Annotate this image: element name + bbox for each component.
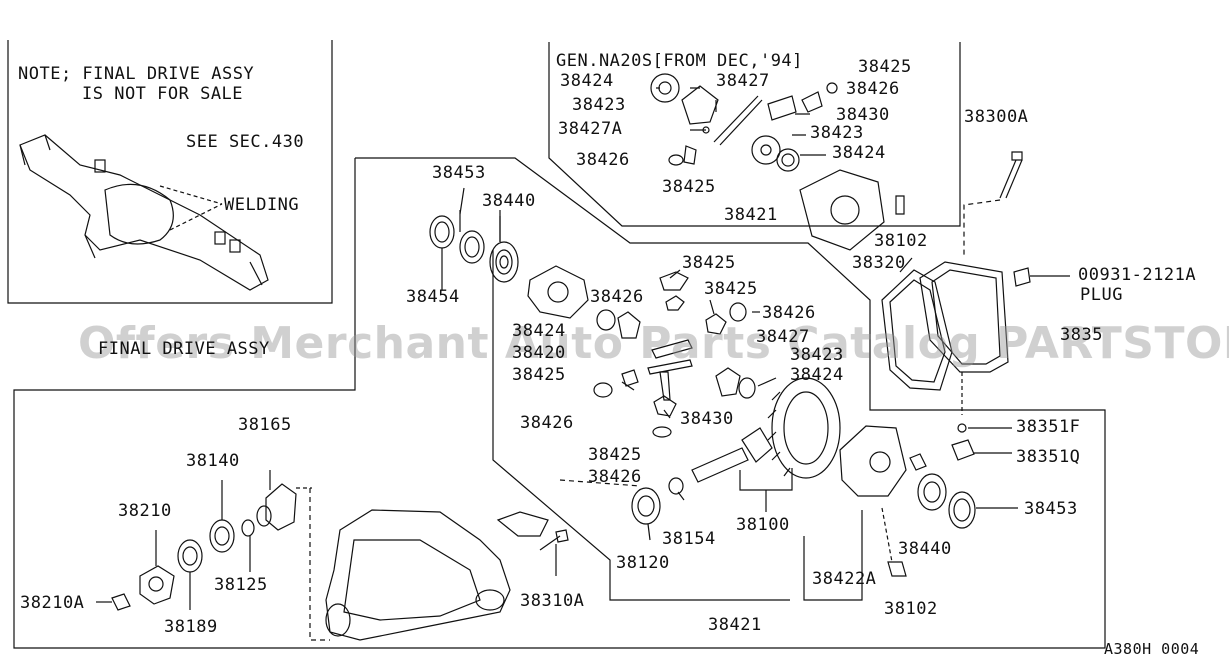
- part-label[interactable]: 38120: [616, 553, 670, 573]
- part-label[interactable]: 38422A: [812, 569, 877, 589]
- part-label[interactable]: 38210: [118, 501, 172, 521]
- part-label[interactable]: 38430: [836, 105, 890, 125]
- diagram-code: A380H 0004: [1104, 640, 1200, 658]
- diff-case-drawing: [803, 425, 1018, 601]
- part-label[interactable]: 38426: [576, 150, 630, 170]
- rear-cover-drawing: [881, 261, 1070, 461]
- part-label[interactable]: 38425: [588, 445, 642, 465]
- inner-box-frame: [492, 250, 790, 601]
- part-label[interactable]: 38423: [790, 345, 844, 365]
- part-label[interactable]: 38421: [724, 205, 778, 225]
- part-label[interactable]: 38430: [680, 409, 734, 429]
- part-label[interactable]: 38310A: [520, 591, 585, 611]
- part-label[interactable]: 38426: [520, 413, 574, 433]
- final-drive-assy-label: FINAL DRIVE ASSY: [98, 339, 270, 359]
- part-label[interactable]: 38453: [1024, 499, 1078, 519]
- axle-housing-drawing: [19, 134, 269, 291]
- part-label[interactable]: 38351Q: [1016, 447, 1081, 467]
- part-label[interactable]: 38453: [432, 163, 486, 183]
- see-sec-label: SEE SEC.430: [186, 132, 305, 152]
- note-line-1: NOTE; FINAL DRIVE ASSY: [18, 64, 255, 84]
- part-label[interactable]: 38420: [512, 343, 566, 363]
- part-label[interactable]: 38424: [790, 365, 844, 385]
- pinion-bearing-group: [96, 470, 312, 611]
- part-label[interactable]: 38424: [512, 321, 566, 341]
- note-box-frame: [7, 40, 333, 304]
- part-label[interactable]: 38426: [590, 287, 644, 307]
- part-label[interactable]: 38440: [898, 539, 952, 559]
- part-label[interactable]: 38351F: [1016, 417, 1081, 437]
- gen-header: GEN.NA20S[FROM DEC,'94]: [556, 51, 803, 71]
- part-label[interactable]: 38426: [846, 79, 900, 99]
- gen-box-parts: [650, 73, 905, 251]
- part-label[interactable]: 38426: [762, 303, 816, 323]
- part-label[interactable]: 38425: [512, 365, 566, 385]
- part-label[interactable]: 38154: [662, 529, 716, 549]
- part-label[interactable]: 38440: [482, 191, 536, 211]
- differential-gears: [593, 271, 756, 438]
- part-label[interactable]: 38425: [662, 177, 716, 197]
- part-label[interactable]: 38423: [810, 123, 864, 143]
- part-label[interactable]: 38102: [884, 599, 938, 619]
- note-line-2: IS NOT FOR SALE: [82, 84, 244, 104]
- part-label[interactable]: 00931-2121A: [1078, 265, 1197, 285]
- welding-label: WELDING: [224, 195, 300, 215]
- watermark: Offers Merchant Auto Parts Catalog PARTS…: [78, 318, 1229, 369]
- drive-pinion-drawing: [631, 427, 793, 525]
- part-label[interactable]: 38427: [756, 327, 810, 347]
- main-box-frame: [13, 157, 1106, 649]
- part-label[interactable]: 38424: [560, 71, 614, 91]
- part-label[interactable]: 38300A: [964, 107, 1029, 127]
- part-label[interactable]: 38427: [716, 71, 770, 91]
- ring-gear-drawing: [767, 377, 841, 479]
- part-label[interactable]: 38421: [708, 615, 762, 635]
- plug-label: PLUG: [1080, 285, 1123, 305]
- leader-lines: [459, 187, 913, 576]
- part-label[interactable]: 38320: [852, 253, 906, 273]
- part-label[interactable]: 38165: [238, 415, 292, 435]
- part-label[interactable]: 3835: [1060, 325, 1103, 345]
- bolt-38300A-drawing: [963, 151, 1023, 258]
- part-label[interactable]: 38189: [164, 617, 218, 637]
- carrier-housing-drawing: [309, 479, 641, 641]
- part-label[interactable]: 38426: [588, 467, 642, 487]
- gen-box-frame: [548, 42, 961, 227]
- part-label[interactable]: 38424: [832, 143, 886, 163]
- part-label[interactable]: 38454: [406, 287, 460, 307]
- part-label[interactable]: 38140: [186, 451, 240, 471]
- part-label[interactable]: 38425: [858, 57, 912, 77]
- part-label[interactable]: 38210A: [20, 593, 85, 613]
- part-label[interactable]: 38425: [704, 279, 758, 299]
- part-label[interactable]: 38427A: [558, 119, 623, 139]
- part-label[interactable]: 38102: [874, 231, 928, 251]
- part-label[interactable]: 38100: [736, 515, 790, 535]
- part-label[interactable]: 38425: [682, 253, 736, 273]
- part-label[interactable]: 38423: [572, 95, 626, 115]
- part-label[interactable]: 38125: [214, 575, 268, 595]
